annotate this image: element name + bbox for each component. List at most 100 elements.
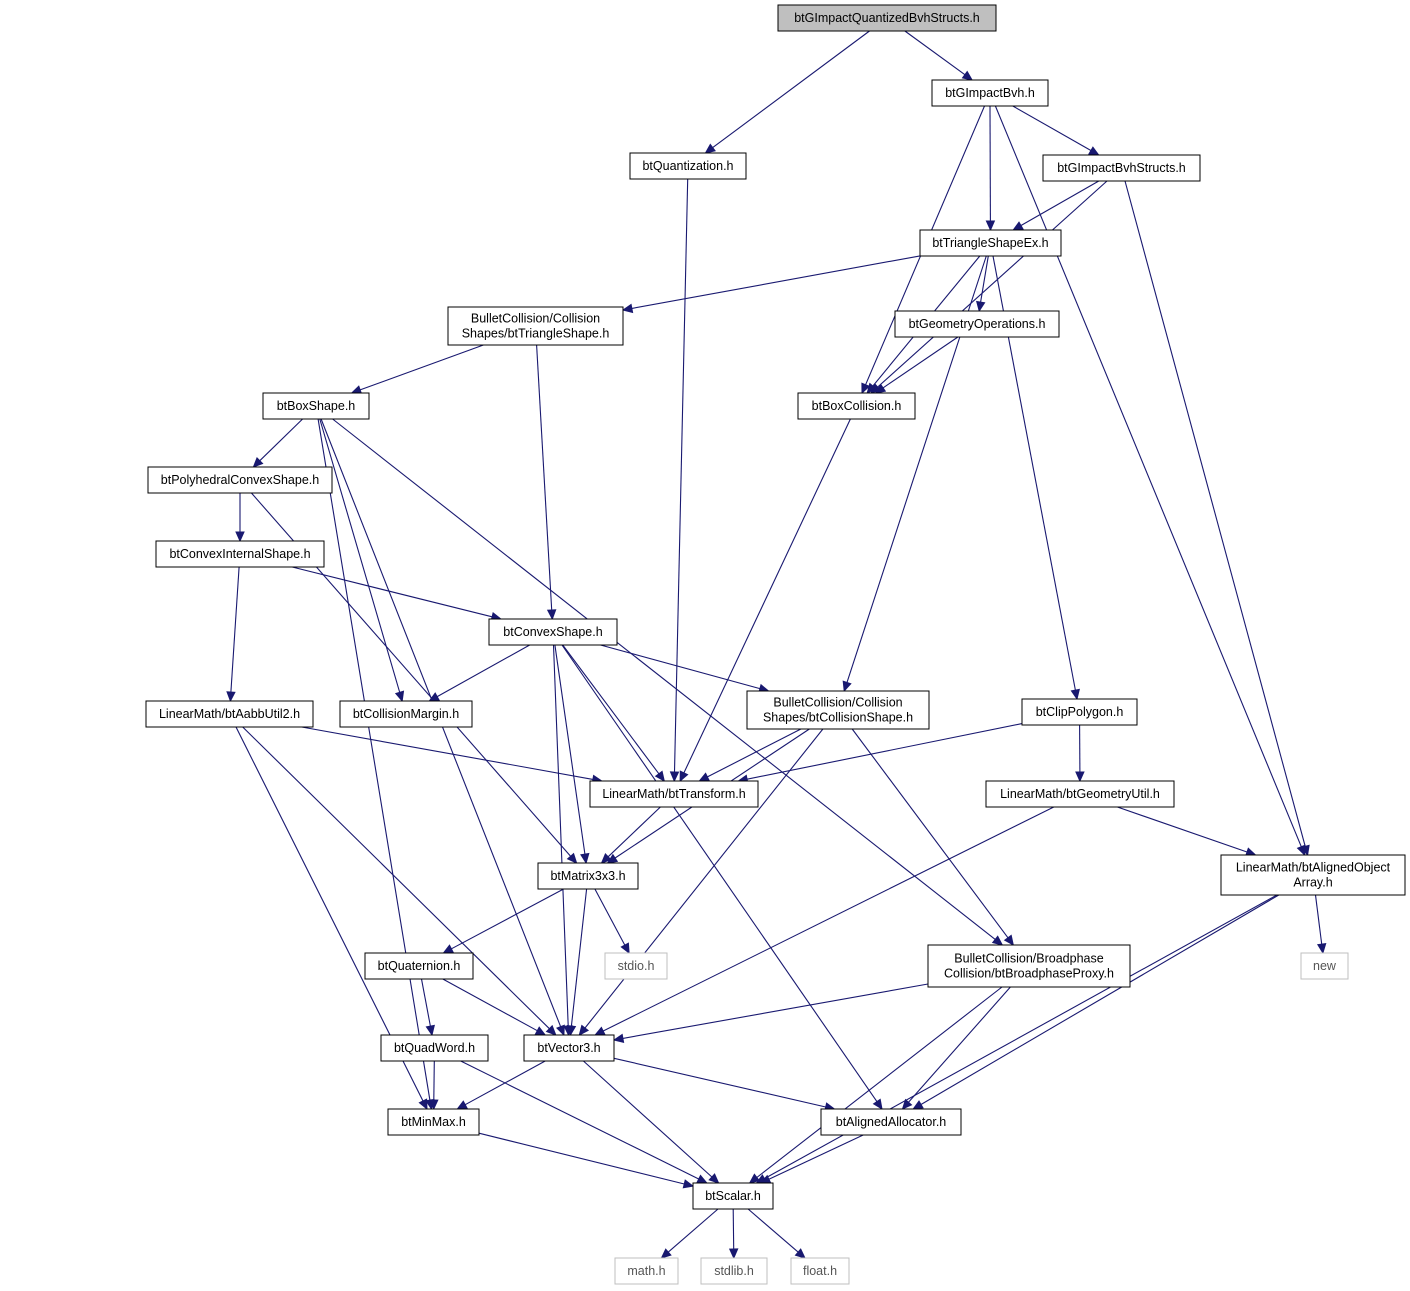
- node-minmax[interactable]: btMinMax.h: [387, 1108, 480, 1136]
- edge-line: [554, 644, 586, 855]
- node-boxshape[interactable]: btBoxShape.h: [262, 392, 370, 420]
- edge-gibvhs-to-trishapeex: [1012, 180, 1100, 231]
- node-box: [777, 4, 997, 32]
- edge-arrowhead: [669, 771, 680, 783]
- edge-line: [420, 978, 431, 1027]
- node-float: float.h: [790, 1257, 850, 1285]
- node-box: [1220, 854, 1406, 896]
- node-gibvh[interactable]: btGImpactBvh.h: [931, 79, 1049, 107]
- node-quat[interactable]: btQuaternion.h: [364, 952, 474, 980]
- node-label: math.h: [627, 1264, 665, 1278]
- node-convint[interactable]: btConvexInternalShape.h: [155, 540, 325, 568]
- node-box: [820, 1108, 962, 1136]
- edge-tri-to-convex: [536, 344, 557, 621]
- node-box: [629, 152, 747, 180]
- edge-line: [332, 418, 996, 940]
- edge-convex-to-transform: [562, 644, 666, 782]
- edge-clip-to-transform: [737, 723, 1023, 784]
- node-label: btConvexShape.h: [503, 625, 602, 639]
- node-convex[interactable]: btConvexShape.h: [488, 618, 618, 646]
- node-geomutil[interactable]: LinearMath/btGeometryUtil.h: [985, 780, 1175, 808]
- edge-convex-to-matrix: [554, 644, 590, 865]
- node-matrix[interactable]: btMatrix3x3.h: [537, 862, 639, 890]
- node-quadword[interactable]: btQuadWord.h: [380, 1034, 489, 1062]
- node-trishapeex[interactable]: btTriangleShapeEx.h: [919, 229, 1062, 257]
- node-aabb[interactable]: LinearMath/btAabbUtil2.h: [145, 700, 314, 728]
- node-margin[interactable]: btCollisionMargin.h: [339, 700, 473, 728]
- edge-line: [712, 30, 870, 149]
- node-root[interactable]: btGImpactQuantizedBvhStructs.h: [777, 4, 997, 32]
- node-label: Collision/btBroadphaseProxy.h: [944, 967, 1114, 981]
- edge-convex-to-collshape: [600, 644, 770, 694]
- node-label: btBoxCollision.h: [812, 399, 902, 413]
- node-quant[interactable]: btQuantization.h: [629, 152, 747, 180]
- edge-arrowhead: [991, 935, 1004, 946]
- node-alignedalloc[interactable]: btAlignedAllocator.h: [820, 1108, 962, 1136]
- node-box: [380, 1034, 489, 1062]
- edge-line: [317, 418, 431, 1101]
- node-label: LinearMath/btTransform.h: [602, 787, 745, 801]
- edge-gibvhs-to-alignedarr: [1124, 180, 1310, 857]
- node-tri[interactable]: BulletCollision/CollisionShapes/btTriang…: [447, 306, 624, 346]
- edge-quadword-to-scalar: [460, 1060, 708, 1184]
- node-geomops[interactable]: btGeometryOperations.h: [894, 310, 1060, 338]
- edge-trishapeex-to-geomops: [976, 255, 989, 313]
- edge-line: [1117, 806, 1248, 853]
- node-box: [919, 229, 1062, 257]
- edge-line: [980, 255, 989, 303]
- node-bproxy[interactable]: BulletCollision/BroadphaseCollision/btBr…: [927, 944, 1131, 988]
- node-math: math.h: [614, 1257, 679, 1285]
- node-stdio: stdio.h: [604, 952, 668, 980]
- edge-clip-to-geomutil: [1075, 724, 1085, 783]
- edge-arrowhead: [696, 1174, 708, 1184]
- edge-line: [667, 1208, 719, 1253]
- edge-line: [631, 255, 921, 309]
- node-box: [985, 780, 1175, 808]
- edge-line: [478, 1132, 685, 1185]
- node-polyconv[interactable]: btPolyhedralConvexShape.h: [147, 466, 333, 494]
- edge-arrowhead: [1070, 688, 1080, 701]
- edge-vector3-to-minmax: [456, 1060, 546, 1110]
- edge-arrowhead: [226, 691, 236, 703]
- edge-line: [570, 888, 588, 1027]
- edge-arrowhead: [874, 383, 887, 394]
- node-gibvhs[interactable]: btGImpactBvhStructs.h: [1042, 154, 1201, 182]
- node-label: new: [1313, 959, 1337, 973]
- node-label: btGeometryOperations.h: [909, 317, 1046, 331]
- edge-line: [359, 344, 484, 391]
- edge-arrowhead: [912, 1100, 924, 1110]
- node-label: LinearMath/btGeometryUtil.h: [1000, 787, 1160, 801]
- edge-arrowhead: [600, 852, 612, 864]
- edge-line: [877, 180, 1108, 388]
- edge-arrowhead: [1075, 771, 1085, 783]
- node-vector3[interactable]: btVector3.h: [523, 1034, 615, 1062]
- node-scalar[interactable]: btScalar.h: [692, 1182, 774, 1210]
- edge-quant-to-transform: [669, 178, 689, 783]
- edge-line: [442, 978, 538, 1032]
- edge-arrowhead: [394, 690, 405, 703]
- node-label: stdlib.h: [714, 1264, 754, 1278]
- edge-polyconv-to-convint: [235, 493, 245, 543]
- node-box: [589, 780, 759, 808]
- edge-arrowhead: [985, 220, 996, 232]
- edge-collshape-to-bproxy: [851, 728, 1015, 946]
- edge-arrowhead: [708, 1173, 720, 1184]
- node-boxcoll[interactable]: btBoxCollision.h: [797, 392, 916, 420]
- edge-arrowhead: [534, 1026, 547, 1036]
- edge-scalar-to-float: [747, 1208, 806, 1259]
- edge-line: [904, 30, 966, 76]
- node-collshape[interactable]: BulletCollision/CollisionShapes/btCollis…: [746, 690, 930, 730]
- edge-gibvhs-to-boxcoll: [870, 180, 1108, 394]
- node-clip[interactable]: btClipPolygon.h: [1021, 698, 1138, 726]
- edge-line: [768, 1134, 864, 1180]
- edge-arrowhead: [1088, 146, 1100, 156]
- node-label: btScalar.h: [705, 1189, 761, 1203]
- edge-line: [436, 644, 530, 698]
- node-transform[interactable]: LinearMath/btTransform.h: [589, 780, 759, 808]
- edge-arrowhead: [1012, 221, 1024, 231]
- edge-vector3-to-scalar: [583, 1060, 720, 1184]
- node-label: btQuadWord.h: [394, 1041, 475, 1055]
- edge-arrowhead: [866, 382, 877, 394]
